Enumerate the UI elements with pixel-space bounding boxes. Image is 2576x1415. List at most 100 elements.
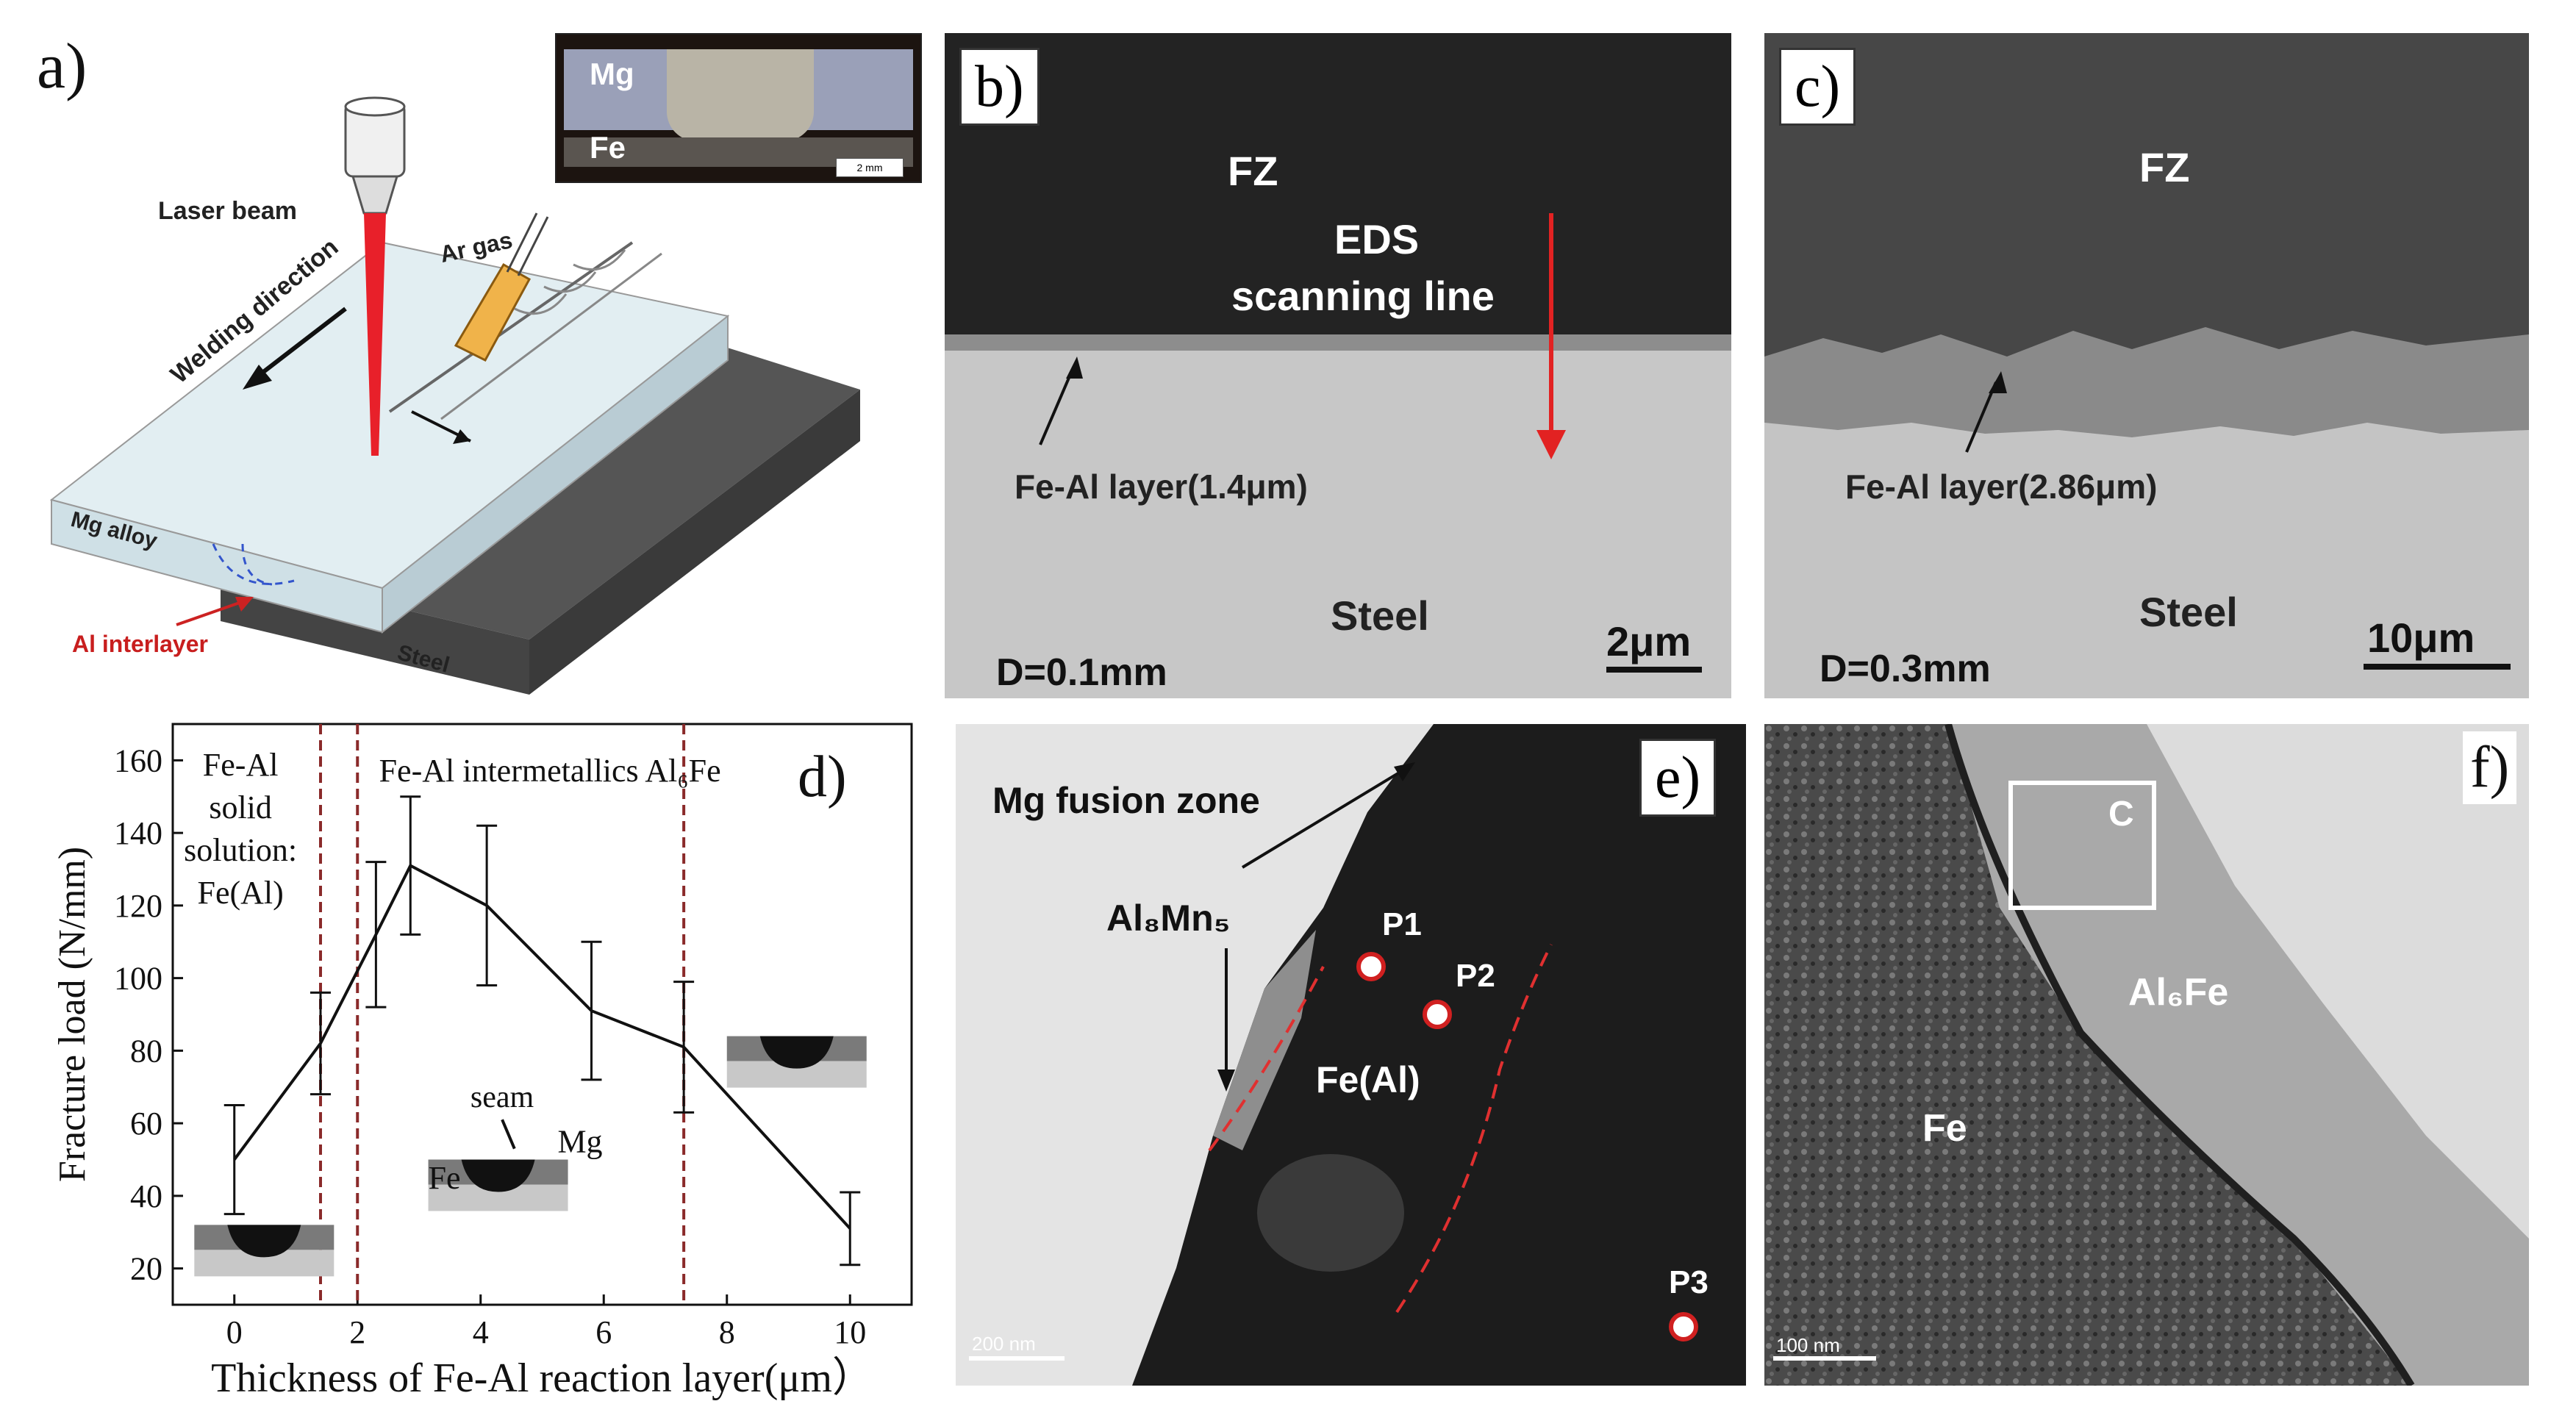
feal-boundary-right	[1395, 944, 1553, 1314]
mg-fusion-zone-region	[956, 724, 1434, 1386]
x-tick-label: 2	[349, 1314, 365, 1350]
joint-schematic-right-seam	[759, 1036, 834, 1069]
inset-fe-label: Fe	[590, 130, 626, 165]
al6fe-fe-boundary	[1944, 724, 2415, 1386]
al8mn5-pointer-up	[1241, 768, 1406, 869]
dark-inclusion	[1257, 1154, 1404, 1272]
point-p3	[1669, 1312, 1698, 1341]
mg-fusion-zone-label: Mg fusion zone	[992, 780, 1260, 821]
panel-c-fz: FZ	[2139, 144, 2190, 190]
panel-b-fz-region	[945, 33, 1731, 349]
laser-beam	[364, 213, 386, 456]
panel-b-steel: Steel	[1331, 592, 1429, 639]
ar-gas-nozzle	[454, 262, 532, 362]
panel-c-steel: Steel	[2139, 589, 2238, 635]
region1-label-line: Fe-Al	[203, 747, 279, 783]
panel-b-label: b)	[959, 48, 1040, 126]
inset-scale-box: 2 mm	[836, 158, 904, 177]
region1-label-line: Fe(Al)	[197, 875, 283, 911]
panel-b: b) FZ EDS scanning line Fe-Al layer(1.4μ…	[945, 33, 1731, 698]
al6fe-label: Al₆Fe	[2128, 971, 2229, 1014]
feal-label: Fe(Al)	[1316, 1059, 1420, 1100]
weld-seam-line	[388, 241, 634, 413]
inset-weld	[667, 49, 814, 141]
p1-label: P1	[1382, 906, 1422, 942]
welding-schematic	[49, 96, 860, 695]
y-tick-label: 100	[114, 961, 162, 997]
weld-ripples	[514, 249, 626, 315]
al-interlayer-label: Al interlayer	[72, 631, 208, 657]
y-tick-label: 120	[114, 888, 162, 924]
panel-e: e) Mg fusion zone Al₈Mn₅ P1 P2 P3 Fe(Al)…	[956, 724, 1746, 1386]
al-interlayer-dash	[212, 543, 295, 585]
region1-label-line: solid	[209, 789, 272, 825]
y-tick-label: 60	[130, 1106, 162, 1142]
panel-f-scale: 100 nm	[1776, 1334, 1840, 1356]
fe-label: Fe	[429, 1160, 461, 1196]
seam-pointer	[501, 1119, 516, 1150]
welding-direction-arrow	[248, 307, 347, 384]
x-tick-label: 8	[719, 1314, 735, 1350]
panel-c-scale: 10μm	[2367, 615, 2475, 661]
panel-c-label: c)	[1779, 48, 1856, 126]
panel-e-label: e)	[1639, 739, 1717, 817]
feal-boundary-left	[1208, 966, 1325, 1152]
panel-d-label: d)	[798, 745, 847, 809]
panel-c-scalebar	[2364, 664, 2511, 670]
panel-c-interface	[1764, 327, 2529, 670]
x-tick-label: 6	[595, 1314, 612, 1350]
p3-label: P3	[1669, 1264, 1709, 1300]
panel-b-scalebar	[1606, 667, 1702, 673]
panel-b-layer-pointer	[1039, 367, 1075, 445]
panel-f-label: f)	[2463, 731, 2517, 804]
x-tick-label: 0	[226, 1314, 243, 1350]
region-c-box	[2008, 781, 2156, 910]
joint-schematic-left-seam	[227, 1225, 301, 1258]
panel-c-fz-region	[1764, 33, 2529, 371]
panel-e-image	[956, 724, 1698, 1386]
panel-e-scale: 200 nm	[972, 1333, 1036, 1355]
mg-label: Mg	[557, 1124, 602, 1160]
panel-b-eds-1: EDS	[1334, 216, 1420, 262]
panel-b-fz: FZ	[1228, 148, 1278, 194]
panel-f: C Al₆Fe Fe f) 100 nm	[1764, 724, 2529, 1386]
panel-b-arrows	[1039, 213, 1702, 673]
panel-c-layer-label: Fe-Al layer(2.86μm)	[1845, 468, 2158, 506]
inset-scale-label: 2 mm	[856, 162, 883, 173]
x-axis-label: Thickness of Fe-Al reaction layer(μm）	[211, 1355, 873, 1401]
fe-label: Fe	[1922, 1107, 1967, 1150]
y-tick-label: 20	[130, 1251, 162, 1287]
laser-beam-label: Laser beam	[158, 197, 297, 225]
y-tick-label: 80	[130, 1033, 162, 1069]
panel-a: a)	[0, 0, 941, 706]
panel-c-d: D=0.3mm	[1820, 648, 1991, 690]
panel-a-label: a)	[37, 31, 87, 102]
mg-plate-right	[382, 314, 729, 634]
panel-b-scale: 2μm	[1606, 618, 1692, 664]
y-tick-label: 40	[130, 1178, 162, 1214]
y-tick-label: 140	[114, 815, 162, 851]
y-axis-label: Fracture load (N/mm)	[51, 847, 93, 1182]
point-p2	[1423, 1000, 1452, 1029]
seam-label: seam	[471, 1081, 534, 1114]
plot-frame	[171, 723, 913, 1306]
y-tick-label: 160	[114, 742, 162, 778]
joint-schematic-middle-seam	[461, 1159, 535, 1192]
x-tick-label: 4	[473, 1314, 489, 1350]
panel-b-d: D=0.1mm	[996, 651, 1167, 694]
x-tick-label: 10	[834, 1314, 866, 1350]
panel-e-scalebar	[969, 1356, 1065, 1361]
panel-c: c) FZ Fe-Al layer(2.86μm) Steel D=0.3mm …	[1764, 33, 2529, 698]
panel-b-eds-2: scanning line	[1231, 273, 1495, 319]
region1-label-line: solution:	[184, 832, 297, 868]
panel-f-scalebar	[1773, 1356, 1876, 1361]
point-p1	[1356, 952, 1386, 981]
cross-section-inset: Mg Fe 2 mm	[555, 33, 922, 183]
region-c-label: C	[2108, 795, 2134, 834]
panel-f-image	[1764, 724, 2529, 1386]
panel-b-layer-label: Fe-Al layer(1.4μm)	[1015, 468, 1308, 506]
panel-b-interface-layer	[945, 334, 1731, 351]
inset-mg-label: Mg	[590, 57, 634, 91]
